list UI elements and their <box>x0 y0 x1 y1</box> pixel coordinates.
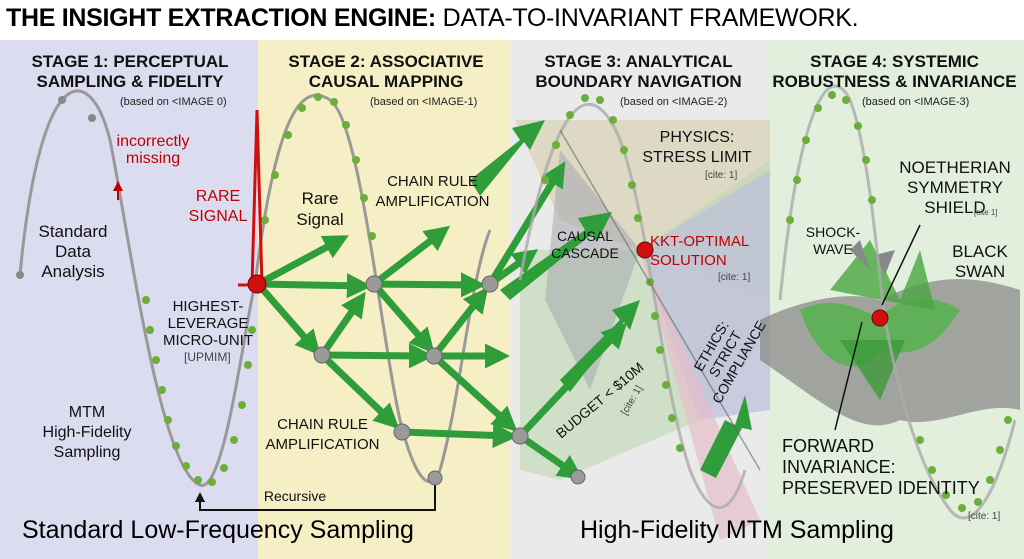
causal-cascade-label: CAUSAL CASCADE <box>551 228 619 261</box>
budget-node <box>570 469 586 485</box>
upmim-label: [UPMIM] <box>184 350 231 364</box>
stage2-based-on: (based on <IMAGE-1) <box>370 96 478 108</box>
stage3-based-on: (based on <IMAGE-2) <box>620 96 728 108</box>
shockwave-label: SHOCK- WAVE <box>805 224 861 257</box>
kkt-cite: [cite: 1] <box>718 272 751 283</box>
forward-cite: [cite: 1] <box>968 511 1001 522</box>
physics-cite: [cite: 1] <box>705 170 738 181</box>
physics-label: PHYSICS: STRESS LIMIT <box>642 129 752 166</box>
standard-data-analysis-label: Standard Data Analysis <box>38 222 108 281</box>
stage4-sine <box>778 84 1017 520</box>
mtm-sampling-label: MTM High-Fidelity Sampling <box>42 404 132 461</box>
stage4-heading: STAGE 4: SYSTEMIC ROBUSTNESS & INVARIANC… <box>772 52 1017 91</box>
recursive-label: Recursive <box>263 488 327 504</box>
kkt-solution-label: KKT-OPTIMAL SOLUTION <box>650 233 750 269</box>
stage4-based-on: (based on <IMAGE-3) <box>862 96 970 108</box>
stage4-dots <box>786 91 1012 512</box>
chain-rule-top-label: CHAIN RULE AMPLIFICATION <box>375 173 490 210</box>
highest-leverage-label: HIGHEST- LEVERAGE MICRO-UNIT <box>163 298 253 349</box>
recursive-arrow <box>195 478 436 511</box>
stage1-based-on: (based on <IMAGE 0) <box>120 96 227 108</box>
big-arrows <box>470 120 752 478</box>
rare-signal-label: RARE SIGNAL <box>188 188 248 225</box>
stage2-sine <box>253 93 492 483</box>
rare-signal-small-label: Rare Signal <box>296 189 344 229</box>
chain-rule-bottom-label: CHAIN RULE AMPLIFICATION <box>265 416 380 453</box>
stage2-dots <box>261 93 376 240</box>
forward-invariance-label: FORWARD INVARIANCE: PRESERVED IDENTITY <box>782 436 980 498</box>
incorrectly-missing-label: incorrectly missing <box>116 133 190 167</box>
stage2-heading: STAGE 2: ASSOCIATIVE CAUSAL MAPPING <box>288 52 484 91</box>
stage3-heading: STAGE 3: ANALYTICAL BOUNDARY NAVIGATION <box>535 52 742 91</box>
stage1-mtm-dots <box>142 296 256 486</box>
kkt-point <box>636 241 654 259</box>
noetherian-leader <box>881 224 921 306</box>
invariant-point <box>871 309 889 327</box>
stage1-samples <box>16 96 96 279</box>
title-rest: DATA-TO-INVARIANT FRAMEWORK. <box>442 4 859 32</box>
leverage-point <box>247 274 267 294</box>
constraint-planes <box>515 120 770 540</box>
stage1-heading: STAGE 1: PERCEPTUAL SAMPLING & FIDELITY <box>31 52 229 91</box>
footer-left-caption: Standard Low-Frequency Sampling <box>22 516 414 544</box>
title-bold: THE INSIGHT EXTRACTION ENGINE: <box>6 4 436 32</box>
black-swan-label: BLACK SWAN <box>952 242 1008 281</box>
causal-nodes <box>313 275 529 486</box>
noetherian-label: NOETHERIAN SYMMETRY SHIELD <box>899 158 1011 217</box>
forward-invariance-leader <box>834 321 863 431</box>
page-title: THE INSIGHT EXTRACTION ENGINE: DATA-TO-I… <box>6 4 859 32</box>
footer-right-caption: High-Fidelity MTM Sampling <box>580 516 894 544</box>
kkt-beam <box>559 129 761 471</box>
noetherian-cite: [cite 1] <box>974 208 998 217</box>
